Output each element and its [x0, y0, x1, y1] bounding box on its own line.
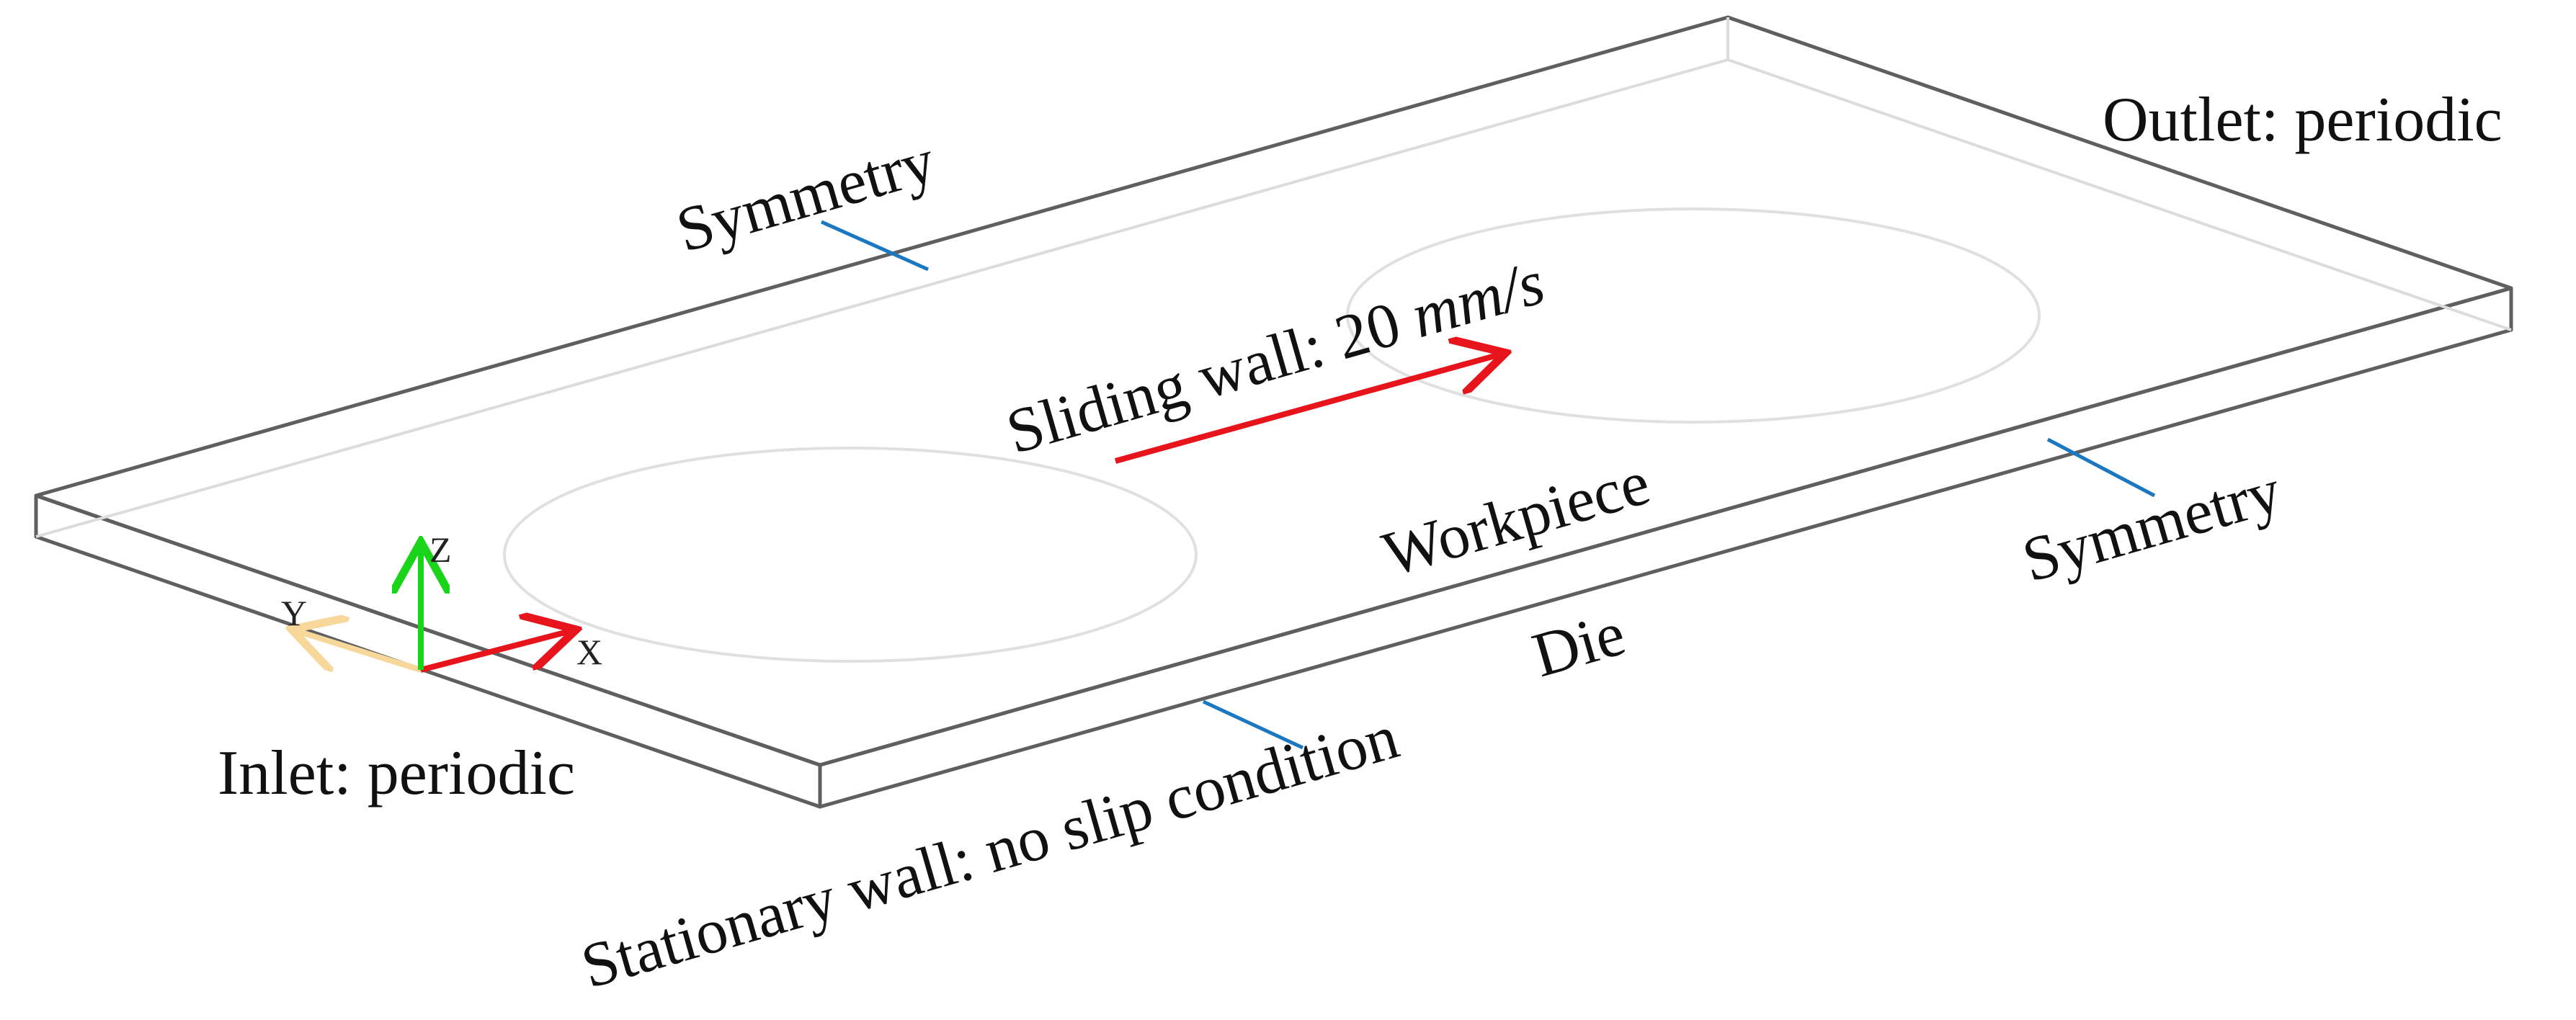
dimple-right — [1346, 207, 2041, 424]
sliding-wall-text: Sliding wall: 20 — [999, 285, 1423, 468]
x-axis-arrow — [419, 631, 571, 673]
y-axis-arrow — [297, 631, 422, 673]
y-axis-label: Y — [281, 593, 307, 633]
slab-right-face — [818, 286, 2513, 809]
sliding-wall-unit: mm/s — [1404, 248, 1551, 352]
sliding-wall-arrow — [1114, 354, 1500, 464]
z-axis-label: Z — [429, 529, 452, 570]
label-inlet: Inlet: periodic — [218, 738, 575, 808]
label-symmetry-top: Symmetry — [669, 126, 942, 266]
label-outlet: Outlet: periodic — [2103, 85, 2503, 155]
leader-symmetry-right — [2046, 437, 2156, 498]
label-stationary-wall: Stationary wall: no slip condition — [574, 702, 1407, 1003]
leader-stationary-wall — [1202, 699, 1304, 750]
dimple-left — [503, 447, 1198, 663]
slab-geometry — [34, 15, 2513, 809]
label-sliding-wall: Sliding wall: 20 mm/s — [999, 248, 1552, 468]
leader-symmetry-top — [820, 220, 930, 272]
axis-triad: X Y Z — [281, 529, 602, 673]
label-symmetry-right: Symmetry — [2015, 456, 2288, 596]
x-axis-label: X — [576, 632, 602, 672]
label-die: Die — [1525, 599, 1633, 691]
